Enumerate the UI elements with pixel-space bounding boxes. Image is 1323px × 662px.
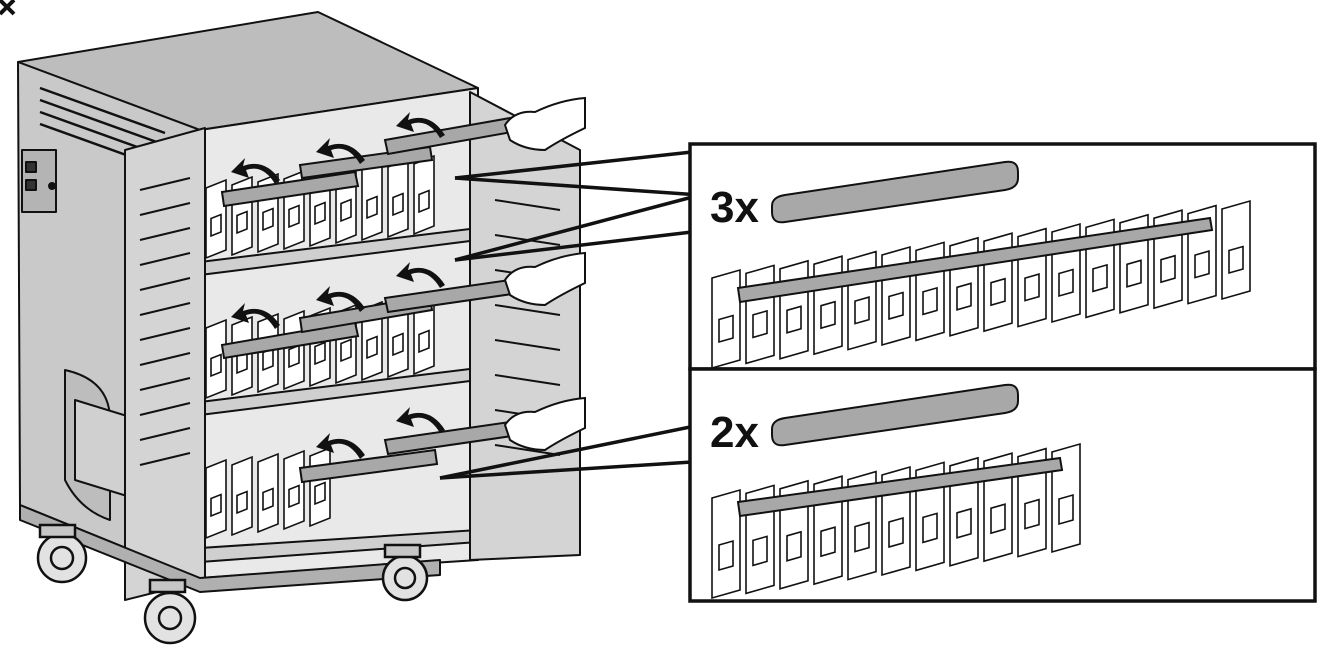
- curved-arrow-icon: [231, 158, 280, 184]
- cart-divider-bars: [220, 116, 514, 484]
- device-slot: [813, 255, 843, 356]
- device-slot: [283, 449, 305, 531]
- removal-arrows: [231, 112, 445, 459]
- divider-bar-icon: [771, 160, 1019, 224]
- curved-arrow-icon: [396, 262, 445, 288]
- device-slot: [205, 318, 227, 400]
- hand-icon: [503, 96, 586, 152]
- device-slot: [881, 245, 911, 347]
- casters: [36, 523, 429, 645]
- device-slot: [257, 452, 279, 534]
- right-door: [469, 91, 581, 561]
- device-slot: [205, 458, 227, 540]
- device-slot: [309, 446, 331, 528]
- hands: [503, 96, 586, 452]
- caster-wheel-icon: [143, 591, 197, 645]
- caster-wheel-icon: [36, 532, 88, 584]
- device-slot: [361, 160, 383, 242]
- detail-box-bottom: [688, 367, 1317, 603]
- device-slot: [711, 268, 741, 370]
- hand-icon: [503, 251, 586, 307]
- device-slot: [205, 178, 227, 260]
- left-door: [124, 127, 206, 601]
- curved-arrow-icon: [396, 407, 445, 433]
- device-slots: [205, 154, 435, 540]
- device-slot: [779, 259, 809, 360]
- curved-arrow-icon: [316, 433, 365, 459]
- divider-bar-icon: [771, 383, 1019, 447]
- callout-leaders: [439, 150, 701, 480]
- detail-divider-bar: [736, 216, 1214, 304]
- device-slot: [847, 250, 877, 351]
- curved-arrow-icon: [396, 112, 445, 138]
- device-slot: [387, 297, 409, 379]
- curved-arrow-icon: [316, 138, 365, 164]
- corner-letter-mark: [0, 0, 16, 16]
- device-slot: [745, 264, 775, 365]
- quantity-label-2x: 2x: [710, 408, 759, 457]
- device-slot: [387, 157, 409, 239]
- cart-base: [19, 504, 441, 593]
- device-slot: [413, 154, 435, 236]
- part-icons: [771, 160, 1019, 447]
- device-slot: [1221, 199, 1251, 301]
- curved-arrow-icon: [316, 286, 365, 312]
- control-panel: [21, 149, 57, 213]
- detail-divider-bar: [736, 456, 1064, 518]
- device-slot: [231, 455, 253, 537]
- quantity-label-3x: 3x: [710, 183, 759, 232]
- curved-arrow-icon: [231, 303, 280, 329]
- caster-wheel-icon: [381, 554, 429, 602]
- hand-icon: [503, 396, 586, 452]
- device-slot: [711, 488, 741, 600]
